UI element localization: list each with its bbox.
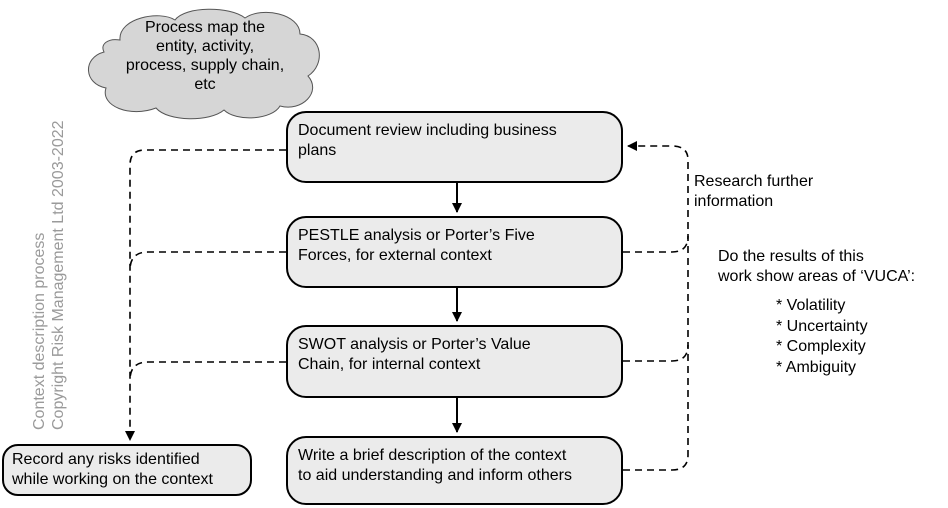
vuca-question-line: Do the results of this xyxy=(718,248,864,265)
research-line: Research further xyxy=(694,173,814,190)
record-line: while working on the context xyxy=(12,471,213,488)
watermark-line: Context description process xyxy=(31,232,48,430)
vuca-item: * Uncertainty xyxy=(776,317,868,335)
dashed-step1-to-record xyxy=(125,149,286,441)
step-write-description: Write a brief description of the context… xyxy=(286,436,623,505)
vuca-item: * Ambiguity xyxy=(776,358,857,376)
record-risks-box: Record any risks identified while workin… xyxy=(2,444,252,496)
vuca-question-line: work show areas of ‘VUCA’: xyxy=(718,268,916,285)
step-external-context: PESTLE analysis or Porter’s Five Forces,… xyxy=(286,216,623,288)
cloud-line: etc xyxy=(194,76,216,93)
step-line: Chain, for internal context xyxy=(298,356,481,373)
step-line: Write a brief description of the context xyxy=(298,447,567,464)
vuca-list: * Volatility * Uncertainty * Complexity … xyxy=(776,296,868,378)
step-line: PESTLE analysis or Porter’s Five xyxy=(298,227,535,244)
step-line: SWOT analysis or Porter’s Value xyxy=(298,336,531,353)
vuca-question: Do the results of this work show areas o… xyxy=(718,247,948,287)
step-document-review: Document review including business plans xyxy=(286,111,623,183)
step-line: plans xyxy=(298,142,337,159)
record-line: Record any risks identified xyxy=(12,451,200,468)
watermark-copyright: Context description process Copyright Ri… xyxy=(30,70,68,430)
vuca-item: * Volatility xyxy=(776,297,846,314)
cloud-label: Process map the entity, activity, proces… xyxy=(105,18,305,94)
cloud-line: Process map the xyxy=(144,19,266,36)
step-line: to aid understanding and inform others xyxy=(298,467,572,484)
dashed-step3-to-loop xyxy=(623,344,689,362)
vuca-item: * Complexity xyxy=(776,338,866,355)
dashed-step2-to-loop xyxy=(623,235,689,253)
research-line: information xyxy=(694,193,774,210)
cloud-shape xyxy=(88,8,320,120)
watermark-line: Copyright Risk Management Ltd 2003-2022 xyxy=(50,120,67,430)
step-line: Forces, for external context xyxy=(298,247,492,264)
step-line: Document review including business xyxy=(298,122,557,139)
cloud-line: entity, activity, xyxy=(155,38,255,55)
dashed-feedback-loop xyxy=(623,141,689,471)
dashed-step3-to-record xyxy=(129,361,286,381)
research-label: Research further information xyxy=(694,172,813,212)
step-internal-context: SWOT analysis or Porter’s Value Chain, f… xyxy=(286,325,623,398)
cloud-line: process, supply chain, xyxy=(125,57,285,74)
dashed-step2-to-record xyxy=(129,251,286,271)
